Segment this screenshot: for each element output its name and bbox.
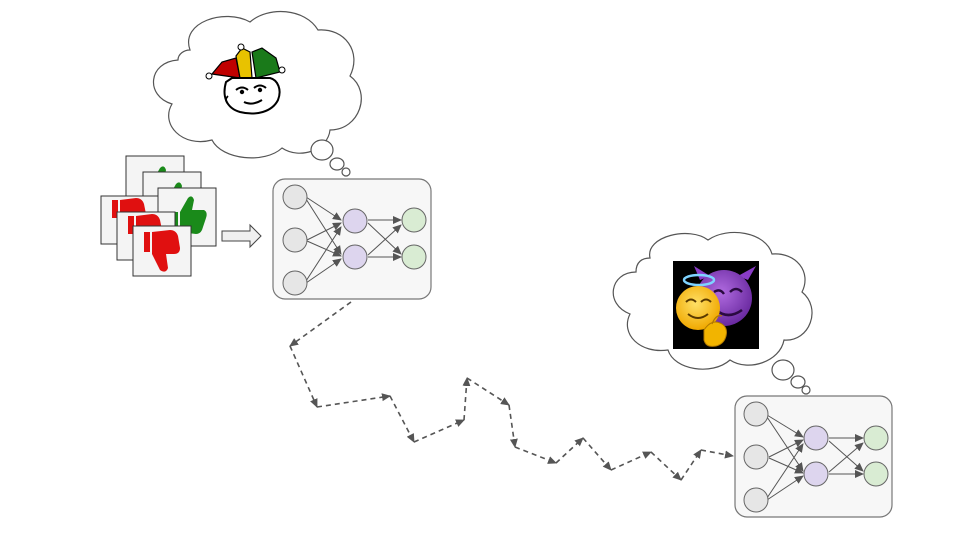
output-node (401, 207, 427, 233)
feedback-card (132, 225, 192, 277)
input-node (282, 227, 308, 253)
input-node (743, 401, 769, 427)
hidden-node (342, 244, 368, 270)
hidden-node (803, 425, 829, 451)
neural-network-final (734, 395, 893, 518)
input-node (282, 270, 308, 296)
input-node (743, 444, 769, 470)
hidden-node (803, 461, 829, 487)
thumbs-up-icon (172, 196, 207, 234)
input-node (743, 487, 769, 513)
feedback-cards-stack (100, 155, 217, 277)
training-path (289, 301, 734, 481)
output-node (401, 244, 427, 270)
thought-bubble-final (612, 231, 813, 395)
thumbs-down-icon (144, 230, 180, 272)
output-node (863, 425, 889, 451)
hidden-node (342, 208, 368, 234)
angel-and-devil-emoji-icon (673, 261, 759, 349)
input-node (282, 184, 308, 210)
jester-face-icon (205, 43, 286, 115)
thought-bubble-initial (153, 10, 362, 177)
right-arrow-icon (221, 223, 262, 249)
neural-network-initial (272, 178, 432, 300)
output-node (863, 461, 889, 487)
